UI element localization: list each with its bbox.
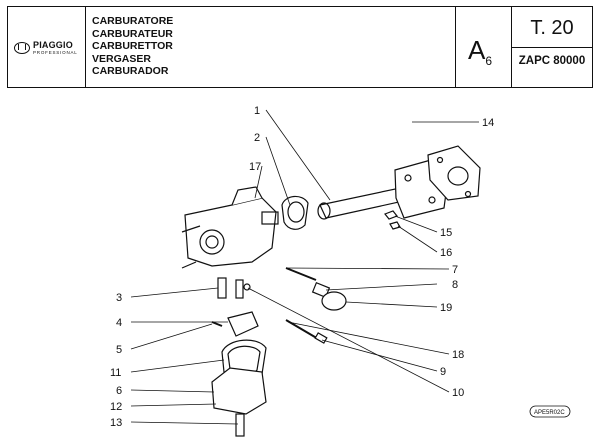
cap-8 xyxy=(311,281,331,299)
pin-5 xyxy=(211,321,223,327)
spring-18 xyxy=(285,319,321,341)
section-code: A6 xyxy=(468,35,493,69)
part-name-es: CARBURADOR xyxy=(92,65,169,78)
callout-18: 18 xyxy=(452,349,464,361)
callout-9: 9 xyxy=(440,366,446,378)
callout-2: 2 xyxy=(254,132,260,144)
brand-name: PIAGGIO xyxy=(33,40,73,50)
carburetor-body xyxy=(184,197,277,267)
callout-6: 6 xyxy=(116,385,122,397)
parts-drawing xyxy=(181,145,481,437)
manifold-gasket xyxy=(427,145,481,201)
table-divider xyxy=(512,47,592,48)
stamp-code: APE5R02C xyxy=(534,410,565,416)
callout-8: 8 xyxy=(452,279,458,291)
section-subscript: 6 xyxy=(485,54,493,69)
idle-screw-7 xyxy=(285,267,317,281)
part-name-it: CARBURATORE xyxy=(92,15,174,27)
filter-19 xyxy=(321,291,347,311)
part-name-en: CARBURETTOR xyxy=(92,40,173,53)
intake-manifold-mouth xyxy=(317,202,331,220)
section-cell: A6 xyxy=(456,7,512,87)
callout-11: 11 xyxy=(110,367,121,379)
bowl-screw-13 xyxy=(235,413,245,437)
table-number: T. 20 xyxy=(530,17,574,39)
piaggio-emblem-icon xyxy=(14,42,30,54)
part-name-de: VERGASER xyxy=(92,52,151,65)
jet-10 xyxy=(243,283,251,291)
callout-10: 10 xyxy=(452,387,464,399)
part-name-fr: CARBURATEUR xyxy=(92,27,173,40)
callout-12: 12 xyxy=(110,401,122,413)
callout-5: 5 xyxy=(116,344,122,356)
table-cell: T. 20 ZAPC 80000 xyxy=(512,7,592,87)
needle-9 xyxy=(314,332,328,344)
leader-lines xyxy=(130,109,479,425)
callout-13: 13 xyxy=(110,417,122,429)
part-names-cell: CARBURATORE CARBURATEUR CARBURETTOR VERG… xyxy=(86,7,456,87)
part-name-list: CARBURATORE CARBURATEUR CARBURETTOR VERG… xyxy=(92,15,173,78)
piaggio-logo: PIAGGIO PROFESSIONAL xyxy=(14,41,78,55)
callout-19: 19 xyxy=(440,302,452,314)
callout-3: 3 xyxy=(116,292,122,304)
nut-15 xyxy=(384,210,398,220)
model-reference: ZAPC 80000 xyxy=(518,55,586,67)
screw-3 xyxy=(217,277,227,299)
jet-holder-4 xyxy=(227,311,259,337)
washer-16 xyxy=(389,221,401,230)
callout-14: 14 xyxy=(482,117,494,129)
callout-15: 15 xyxy=(440,227,452,239)
callout-7: 7 xyxy=(452,264,458,276)
brand-subtitle: PROFESSIONAL xyxy=(33,50,78,55)
logo-cell: PIAGGIO PROFESSIONAL xyxy=(8,7,86,87)
callout-16: 16 xyxy=(440,247,452,259)
float-bowl-6 xyxy=(211,367,267,415)
callout-labels: 1 2 14 17 15 16 7 8 19 3 4 5 18 9 11 6 1… xyxy=(110,105,494,429)
callout-4: 4 xyxy=(116,317,122,329)
callout-1: 1 xyxy=(254,105,260,117)
callout-17: 17 xyxy=(249,161,261,173)
drawing-stamp: APE5R02C xyxy=(529,405,571,418)
title-block: PIAGGIO PROFESSIONAL CARBURATORE CARBURA… xyxy=(7,6,593,88)
